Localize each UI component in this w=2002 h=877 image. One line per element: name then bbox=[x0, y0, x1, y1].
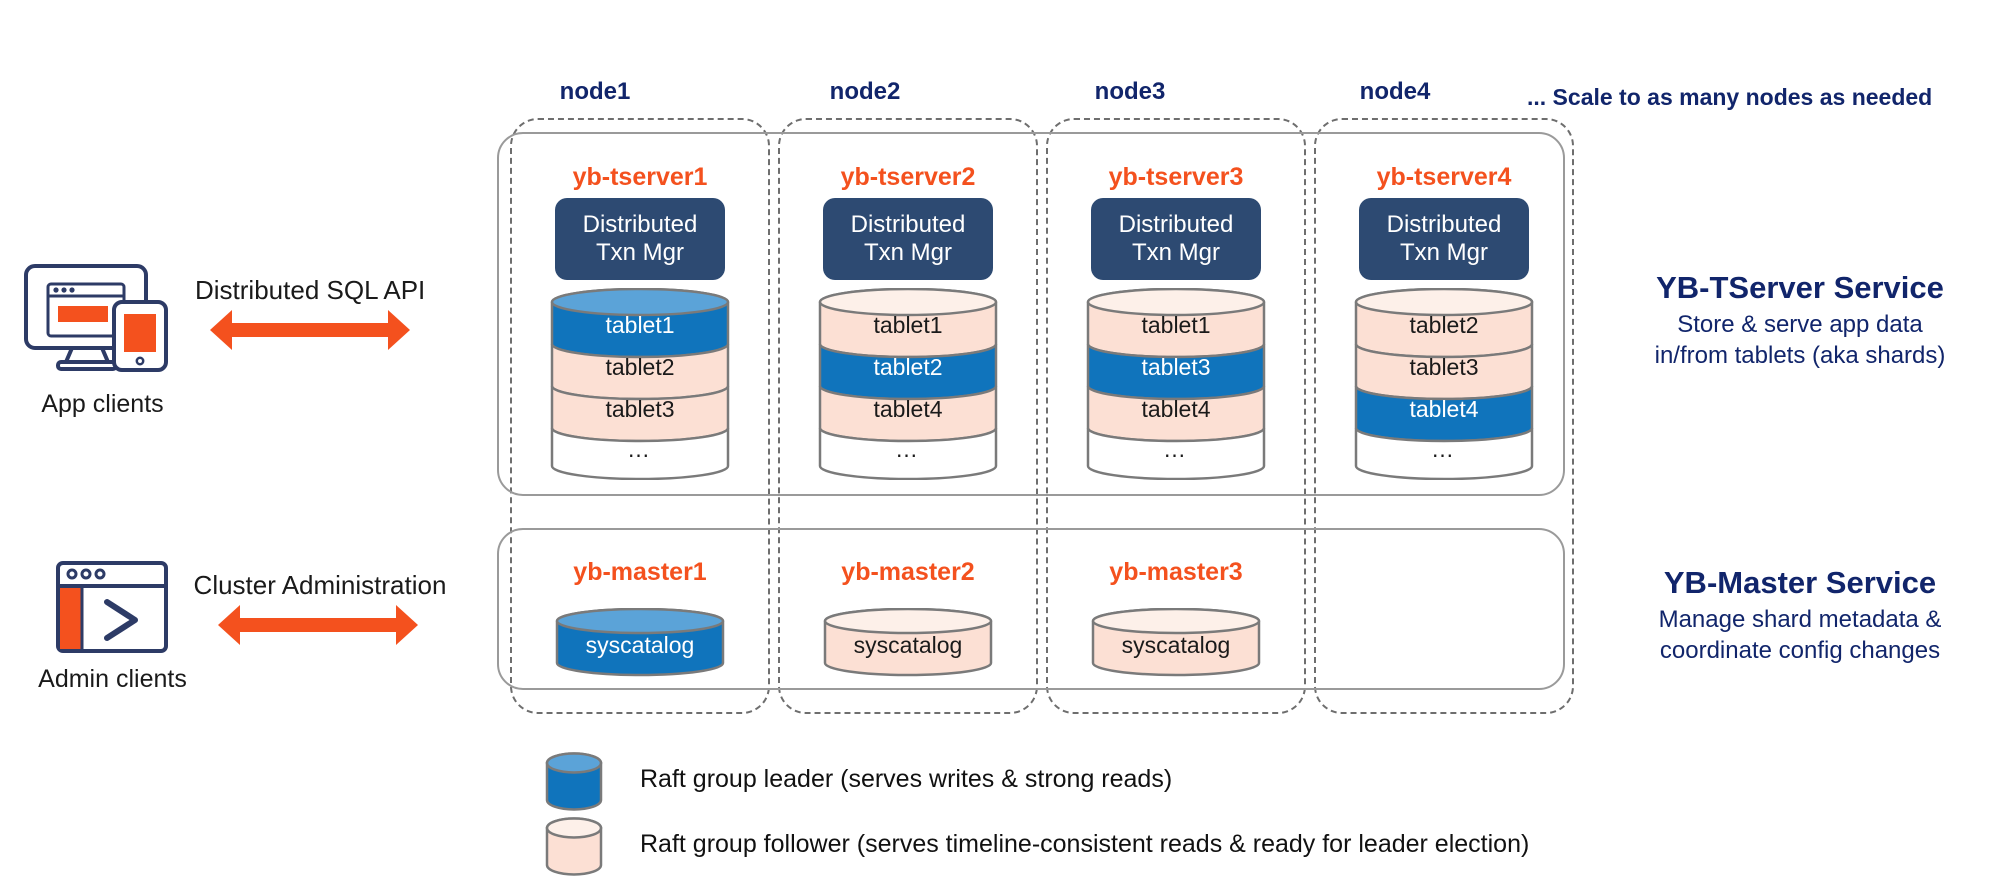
admin-clients-label: Admin clients bbox=[38, 665, 187, 693]
node-boundary-3 bbox=[1046, 118, 1306, 714]
node-header-3: node3 bbox=[1094, 78, 1166, 105]
app-clients-label: App clients bbox=[41, 390, 164, 418]
node-header-1: node1 bbox=[559, 78, 631, 105]
tserver-service-title: YB-TServer Service bbox=[1656, 270, 1944, 305]
txn-mgr-box-1: Distributed Txn Mgr bbox=[555, 198, 725, 280]
cluster-administration-arrow bbox=[218, 605, 418, 645]
process-title-yb-master3: yb-master3 bbox=[1109, 558, 1243, 586]
app-clients-icon bbox=[22, 262, 182, 372]
master-service-desc-line2: coordinate config changes bbox=[1659, 636, 1941, 664]
txn-mgr-line2: Txn Mgr bbox=[1131, 239, 1220, 266]
distributed-sql-api-arrow bbox=[210, 310, 410, 350]
master-service-title: YB-Master Service bbox=[1663, 565, 1937, 600]
txn-mgr-box-4: Distributed Txn Mgr bbox=[1359, 198, 1529, 280]
arrow-head-left-icon bbox=[218, 605, 240, 645]
txn-mgr-line1: Distributed bbox=[1118, 210, 1234, 238]
distributed-sql-api-label: Distributed SQL API bbox=[195, 275, 426, 305]
txn-mgr-box-3: Distributed Txn Mgr bbox=[1091, 198, 1261, 280]
txn-mgr-line2: Txn Mgr bbox=[595, 239, 684, 266]
arrow-head-right-icon bbox=[388, 310, 410, 350]
master-service-desc-line1: Manage shard metadata & bbox=[1658, 606, 1942, 633]
process-title-yb-tserver3: yb-tserver3 bbox=[1108, 163, 1244, 191]
tserver-service-desc: Store & serve app data in/from tablets (… bbox=[1600, 310, 2000, 371]
legend-leader-text: Raft group leader (serves writes & stron… bbox=[640, 765, 1173, 793]
tserver-service-container bbox=[497, 132, 1565, 496]
syscatalog-cylinder-3: syscatalog bbox=[1091, 608, 1261, 678]
txn-mgr-line1: Distributed bbox=[850, 210, 966, 238]
txn-mgr-box-2: Distributed Txn Mgr bbox=[823, 198, 993, 280]
process-title-yb-master1: yb-master1 bbox=[573, 558, 707, 586]
syscatalog-cylinder-1: syscatalog bbox=[555, 608, 725, 678]
master-service-desc: Manage shard metadata & coordinate confi… bbox=[1600, 605, 2000, 666]
txn-mgr-line2: Txn Mgr bbox=[1399, 239, 1488, 266]
arrow-shaft bbox=[230, 323, 390, 337]
master-service-container bbox=[497, 528, 1565, 690]
syscatalog-label-3: syscatalog bbox=[1121, 632, 1231, 658]
tablet-stack-4: tablet2 tablet3 tablet4 … bbox=[1354, 288, 1534, 480]
legend-leader-icon bbox=[545, 752, 603, 812]
txn-mgr-line1: Distributed bbox=[582, 210, 698, 238]
node-boundary-4 bbox=[1314, 118, 1574, 714]
admin-clients-icon bbox=[55, 560, 170, 658]
process-title-yb-tserver2: yb-tserver2 bbox=[840, 163, 976, 191]
node-boundary-2 bbox=[778, 118, 1038, 714]
txn-mgr-line1: Distributed bbox=[1386, 210, 1502, 238]
cluster-administration-label: Cluster Administration bbox=[193, 570, 447, 600]
process-title-yb-tserver1: yb-tserver1 bbox=[572, 163, 708, 191]
syscatalog-cylinder-2: syscatalog bbox=[823, 608, 993, 678]
tserver-service-desc-line1: Store & serve app data bbox=[1677, 311, 1923, 338]
process-title-yb-master2: yb-master2 bbox=[841, 558, 975, 586]
scale-note: ... Scale to as many nodes as needed bbox=[1527, 84, 1933, 110]
node-header-2: node2 bbox=[829, 78, 901, 105]
syscatalog-label-2: syscatalog bbox=[853, 632, 963, 658]
tablet-stack-3: tablet1 tablet3 tablet4 … bbox=[1086, 288, 1266, 480]
tablet-stack-2: tablet1 tablet2 tablet4 … bbox=[818, 288, 998, 480]
arrow-head-left-icon bbox=[210, 310, 232, 350]
node-header-4: node4 bbox=[1359, 78, 1431, 105]
arrow-shaft bbox=[238, 618, 398, 632]
legend-follower-icon bbox=[545, 817, 603, 877]
node-boundary-1 bbox=[510, 118, 770, 714]
txn-mgr-line2: Txn Mgr bbox=[863, 239, 952, 266]
tablet-stack-1: tablet1 tablet2 tablet3 … bbox=[550, 288, 730, 480]
tserver-service-desc-line2: in/from tablets (aka shards) bbox=[1654, 341, 1946, 369]
syscatalog-label-1: syscatalog bbox=[585, 632, 695, 658]
legend-follower-text: Raft group follower (serves timeline-con… bbox=[640, 830, 1530, 858]
process-title-yb-tserver4: yb-tserver4 bbox=[1376, 163, 1512, 191]
arrow-head-right-icon bbox=[396, 605, 418, 645]
